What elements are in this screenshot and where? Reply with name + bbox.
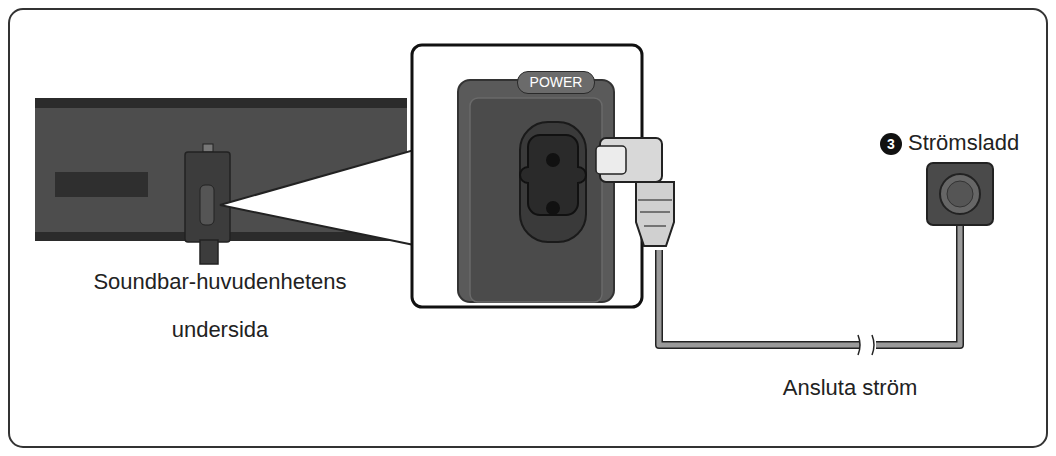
caption-label: Ansluta ström <box>760 375 940 401</box>
frame <box>9 9 1047 447</box>
callout-number: 3 <box>880 133 902 155</box>
zoom-leader <box>220 150 414 245</box>
power-plug <box>596 138 674 246</box>
part-name: Soundbar-huvudenhetens undersida <box>70 258 370 354</box>
power-label: POWER <box>517 71 596 94</box>
power-cord <box>659 225 960 355</box>
port-name: POWER <box>530 74 583 90</box>
wall-outlet <box>927 163 993 225</box>
power-socket-panel <box>458 80 614 302</box>
part-name: Strömsladd <box>908 130 1038 156</box>
